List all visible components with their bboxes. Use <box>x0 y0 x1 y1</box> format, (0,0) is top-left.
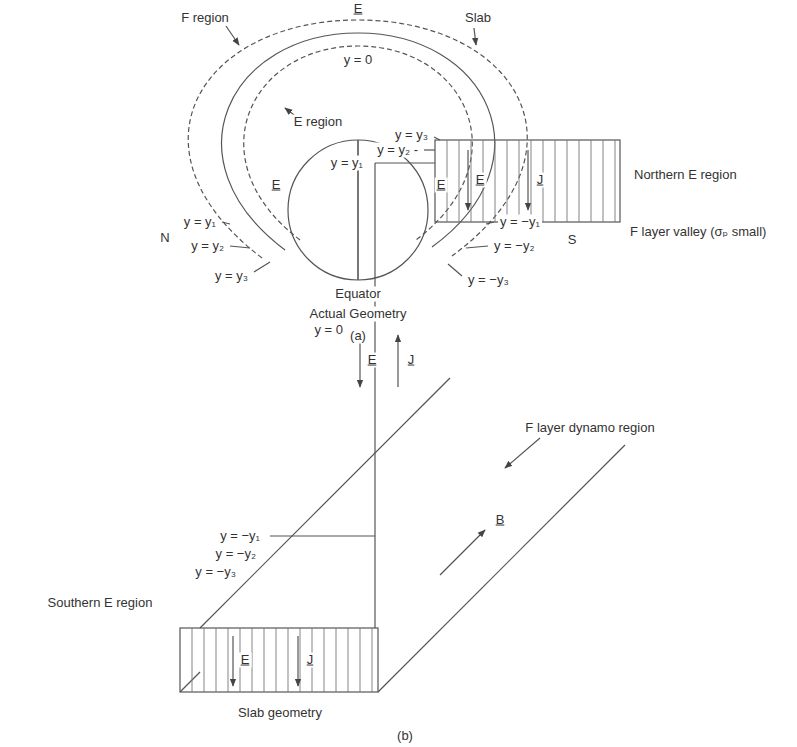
label: E <box>435 178 448 193</box>
label: E <box>270 178 283 193</box>
hatch-stroke <box>348 628 349 692</box>
label: J <box>305 653 316 668</box>
label: y = 0 <box>342 53 375 68</box>
label: y = −y₁ <box>498 215 542 230</box>
hatch-stroke <box>519 140 520 222</box>
label: Northern E region <box>632 168 739 183</box>
southern-e-region <box>180 628 378 692</box>
label: y = y₁ <box>182 215 218 230</box>
slab-face-edge <box>374 536 375 628</box>
label: y = −y₁ <box>218 529 262 544</box>
hatch-stroke <box>555 140 556 222</box>
level-tick <box>466 246 488 248</box>
current-arrow <box>527 150 528 210</box>
label: F region <box>179 11 231 26</box>
hatch-stroke <box>336 628 337 692</box>
level-tick <box>254 262 270 272</box>
hatch-stroke <box>192 628 193 692</box>
label: E <box>366 353 379 368</box>
label: E <box>352 2 365 17</box>
label: E region <box>292 115 344 130</box>
hatch-stroke <box>471 140 472 222</box>
hatch-stroke <box>591 140 592 222</box>
e-field-arrow <box>467 150 468 210</box>
label: (b) <box>395 729 415 744</box>
label: y = −y₂ <box>492 239 536 254</box>
label: y = y₂ <box>189 239 226 254</box>
slab-inner <box>244 46 473 240</box>
current-arrow <box>397 335 398 387</box>
label: y = y₃ <box>213 269 250 284</box>
level-tick <box>448 264 462 276</box>
hatch-stroke <box>459 140 460 222</box>
hatch-stroke <box>204 628 205 692</box>
label: (a) <box>348 329 368 344</box>
hatch-stroke <box>372 628 373 692</box>
level-tick <box>222 222 230 224</box>
level-tick <box>424 149 435 150</box>
label: Slab geometry <box>236 706 324 721</box>
label: y = y₃ <box>393 128 430 143</box>
northern-e-region <box>435 140 620 222</box>
hatch-stroke <box>324 628 325 692</box>
label: y = 0 <box>312 323 345 338</box>
hatch-stroke <box>495 140 496 222</box>
b-field-arrow <box>440 530 485 575</box>
slab-face-edge <box>374 163 375 536</box>
hatch-stroke <box>288 628 289 692</box>
hatch-stroke <box>567 140 568 222</box>
label: y = y₁ <box>329 156 365 171</box>
label: Actual Geometry <box>308 307 409 322</box>
label: S <box>566 233 579 248</box>
hatch-stroke <box>264 628 265 692</box>
label: y = y₂ - <box>375 143 420 158</box>
label: J <box>406 353 417 368</box>
label: B <box>494 513 507 528</box>
label: E <box>474 173 487 188</box>
hatch-stroke <box>216 628 217 692</box>
leader-line <box>226 26 239 45</box>
current-arrow <box>297 636 298 686</box>
f-region-field-line <box>222 33 495 250</box>
label: y = −y₃ <box>193 565 238 580</box>
earth-circle <box>288 140 428 280</box>
label: Southern E region <box>46 596 155 611</box>
hatch-stroke <box>507 140 508 222</box>
label: F layer dynamo region <box>523 421 656 436</box>
e-field-arrow <box>232 636 233 686</box>
label: J <box>535 173 546 188</box>
hatch-stroke <box>360 628 361 692</box>
hatch-stroke <box>531 140 532 222</box>
hatch-stroke <box>252 628 253 692</box>
label: y = −y₂ <box>214 547 258 562</box>
hatch-stroke <box>579 140 580 222</box>
label: Slab <box>463 11 493 26</box>
label: N <box>158 231 171 246</box>
hatch-stroke <box>603 140 604 222</box>
level-tick <box>230 246 250 248</box>
slab-edge <box>378 445 625 692</box>
label: y = −y₃ <box>466 273 511 288</box>
minus-y1-boundary <box>270 535 375 536</box>
hatch-stroke <box>615 140 616 222</box>
region-hatching <box>192 628 372 692</box>
label: Equator <box>333 287 383 302</box>
label: F layer valley (σₚ small) <box>628 225 768 240</box>
leader-line <box>474 28 476 45</box>
hatch-stroke <box>276 628 277 692</box>
slab-edge <box>180 672 200 692</box>
hatch-stroke <box>228 628 229 692</box>
leader-line <box>505 438 540 468</box>
slab-edge <box>200 378 450 628</box>
y1-boundary <box>375 162 435 163</box>
hatch-stroke <box>300 628 301 692</box>
region-hatching <box>447 140 615 222</box>
label: E <box>239 653 252 668</box>
